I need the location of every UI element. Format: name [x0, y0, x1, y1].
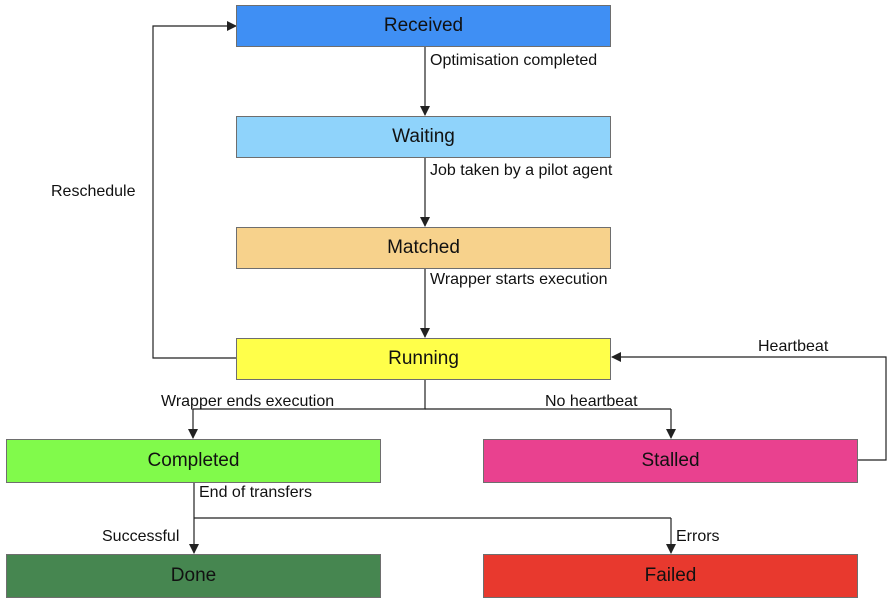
state-matched-label: Matched [387, 237, 460, 258]
state-running: Running [236, 338, 611, 380]
state-done-label: Done [170, 565, 217, 586]
label-successful: Successful [102, 528, 180, 545]
state-failed-label: Failed [644, 565, 697, 586]
label-wrapper-ends: Wrapper ends execution [161, 393, 335, 410]
state-stalled: Stalled [483, 439, 858, 483]
state-running-label: Running [388, 348, 459, 369]
label-heartbeat: Heartbeat [758, 338, 829, 355]
state-stalled-label: Stalled [641, 450, 700, 471]
label-optimisation-completed: Optimisation completed [430, 52, 598, 69]
label-no-heartbeat: No heartbeat [545, 393, 638, 410]
label-reschedule: Reschedule [51, 183, 136, 200]
state-failed: Failed [483, 554, 858, 598]
label-end-of-transfers: End of transfers [199, 484, 312, 501]
state-waiting-label: Waiting [392, 126, 455, 147]
state-matched: Matched [236, 227, 611, 269]
state-waiting: Waiting [236, 116, 611, 158]
state-received: Received [236, 5, 611, 47]
label-wrapper-starts: Wrapper starts execution [430, 271, 608, 288]
state-received-label: Received [383, 15, 464, 36]
state-completed: Completed [6, 439, 381, 483]
label-errors: Errors [676, 528, 720, 545]
arrow-heartbeat [611, 352, 887, 461]
arrow-reschedule [152, 21, 237, 359]
label-job-taken-by-pilot: Job taken by a pilot agent [430, 162, 613, 179]
state-completed-label: Completed [147, 450, 240, 471]
state-done: Done [6, 554, 381, 598]
